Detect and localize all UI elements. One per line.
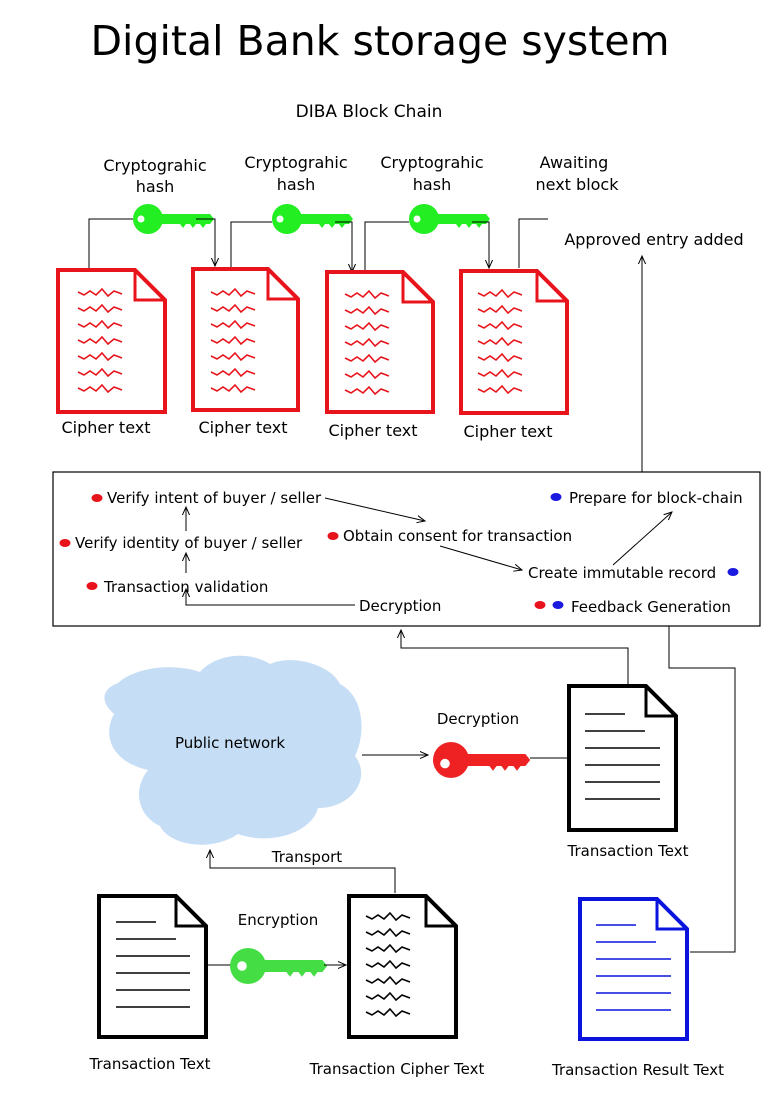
transaction-cipher-label: Transaction Cipher Text [309,1060,485,1078]
cipher-doc-3 [325,270,435,414]
svg-text:next block: next block [536,175,620,194]
verify-identity-label: Verify identity of buyer / seller [75,534,303,552]
feedback-to-result-line [668,626,736,953]
bullet-prepare-blockchain [550,493,562,501]
awaiting-label: Awaiting next block [536,153,620,194]
encryption-key-icon [230,948,328,984]
arrow-record-to-prepare [612,512,672,566]
public-network-cloud [104,655,362,845]
transaction-result-doc [578,897,689,1041]
arrow-decryption-to-validation [186,589,355,606]
decryption-key-icon [433,742,531,778]
hash-key-icon-2 [272,204,353,234]
process-box [52,471,761,627]
obtain-consent-label: Obtain consent for transaction [343,527,572,545]
hash-label-1: Cryptograhic hash [103,156,206,196]
cipher-label-1: Cipher text [62,418,151,437]
transaction-text-doc-right [567,684,678,832]
cipher-label-4: Cipher text [464,422,553,441]
chain-arrow [472,221,489,268]
transaction-text-doc-left [97,894,208,1039]
bullet-feedback [534,601,564,609]
verify-intent-label: Verify intent of buyer / seller [107,489,322,507]
cipher-doc-2 [191,267,300,412]
svg-text:hash: hash [413,175,451,194]
approved-entry-label: Approved entry added [564,230,743,249]
transaction-result-label: Transaction Result Text [551,1061,724,1079]
bullet-verify-identity [59,539,71,547]
transaction-validation-label: Transaction validation [103,578,268,596]
page-title: Digital Bank storage system [90,17,669,65]
chain-link-line [518,218,548,268]
hash-key-icon-3 [409,204,490,234]
arrow-doc-to-process [401,630,629,686]
hash-label-2: Cryptograhic hash [244,153,347,194]
decryption-step-label: Decryption [359,597,441,615]
prepare-blockchain-label: Prepare for block-chain [569,489,743,507]
chain-link-line [230,221,272,268]
public-network-label: Public network [175,734,285,752]
svg-text:Cryptograhic: Cryptograhic [380,153,483,172]
hash-key-icon-1 [133,204,214,234]
arrow-consent-to-record [439,545,522,570]
cipher-doc-1 [56,268,167,414]
transport-label: Transport [271,848,343,866]
cipher-label-2: Cipher text [199,418,288,437]
bullet-obtain-consent [327,532,339,540]
transaction-text-left-label: Transaction Text [89,1055,211,1073]
bullet-verify-intent [91,494,103,502]
arrow-intent-to-consent [324,497,425,521]
svg-text:hash: hash [277,175,315,194]
create-record-label: Create immutable record [528,564,716,582]
bullet-create-record [727,568,739,576]
chain-arrow [196,218,215,266]
transaction-cipher-doc [347,894,458,1039]
encryption-key-label: Encryption [238,911,319,929]
chain-title: DIBA Block Chain [296,102,443,122]
chain-arrow [335,221,352,272]
decryption-key-label: Decryption [437,710,519,728]
cipher-label-3: Cipher text [329,421,418,440]
hash-label-3: Cryptograhic hash [380,153,483,194]
feedback-label: Feedback Generation [571,598,731,616]
bullet-transaction-validation [86,582,98,590]
svg-text:hash: hash [136,177,174,196]
cipher-doc-4 [459,269,569,415]
svg-text:Cryptograhic: Cryptograhic [103,156,206,175]
chain-link-line [88,218,133,268]
svg-text:Cryptograhic: Cryptograhic [244,153,347,172]
transaction-text-right-label: Transaction Text [567,842,689,860]
arrow-transport [210,850,396,893]
svg-text:Awaiting: Awaiting [540,153,609,172]
chain-link-line [364,221,409,274]
